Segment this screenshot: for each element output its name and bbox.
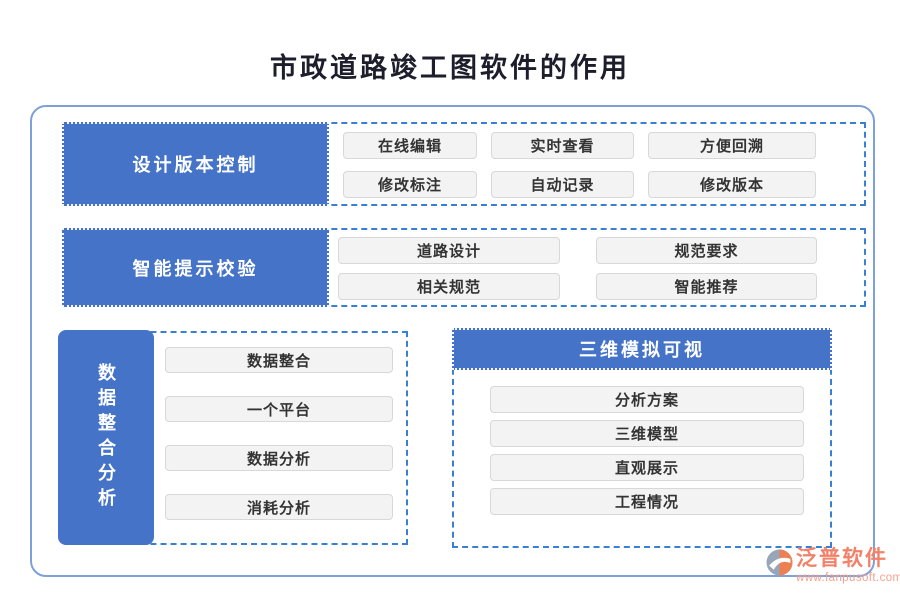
outer-frame <box>30 105 875 577</box>
section-data-analysis-label: 数据整合分析 <box>96 362 116 513</box>
feature-chip: 修改标注 <box>343 171 477 198</box>
feature-chip: 道路设计 <box>338 237 560 264</box>
section-data-analysis-header: 数据整合分析 <box>58 330 154 545</box>
feature-chip: 相关规范 <box>338 273 560 300</box>
feature-chip: 三维模型 <box>490 420 804 447</box>
feature-chip: 修改版本 <box>648 171 816 198</box>
section-design-version-header: 设计版本控制 <box>62 122 329 206</box>
feature-chip: 在线编辑 <box>343 132 477 159</box>
brand-name: 泛普软件 <box>796 547 888 570</box>
brand-logo: 泛普软件 www.fanpusoft.com <box>766 547 900 585</box>
section-3d-visual-label: 三维模拟可视 <box>579 340 705 360</box>
feature-chip: 直观展示 <box>490 454 804 481</box>
section-3d-visual-items: 分析方案 三维模型 直观展示 工程情况 <box>490 386 804 515</box>
feature-chip: 分析方案 <box>490 386 804 413</box>
feature-chip: 自动记录 <box>491 171 634 198</box>
page-title: 市政道路竣工图软件的作用 <box>270 53 630 83</box>
feature-chip: 工程情况 <box>490 488 804 515</box>
section-3d-visual-header: 三维模拟可视 <box>452 328 832 370</box>
feature-chip: 数据分析 <box>165 445 393 471</box>
section-smart-check-label: 智能提示校验 <box>132 258 259 279</box>
section-smart-check-header: 智能提示校验 <box>62 228 329 307</box>
brand-logo-texts: 泛普软件 www.fanpusoft.com <box>796 547 900 585</box>
feature-chip: 规范要求 <box>596 237 817 264</box>
brand-url: www.fanpusoft.com <box>796 572 900 585</box>
feature-chip: 方便回溯 <box>648 132 816 159</box>
feature-chip: 智能推荐 <box>596 273 817 300</box>
feature-chip: 消耗分析 <box>165 494 393 520</box>
section-design-version-label: 设计版本控制 <box>132 155 259 175</box>
fanpu-logo-icon <box>766 549 793 576</box>
feature-chip: 实时查看 <box>491 132 634 159</box>
feature-chip: 数据整合 <box>165 347 393 373</box>
feature-chip: 一个平台 <box>165 396 393 422</box>
section-data-analysis-items: 数据整合 一个平台 数据分析 消耗分析 <box>165 347 393 520</box>
section-smart-check-items: 道路设计 规范要求 相关规范 智能推荐 <box>338 237 817 300</box>
section-design-version-items: 在线编辑 实时查看 方便回溯 修改标注 自动记录 修改版本 <box>343 132 816 198</box>
